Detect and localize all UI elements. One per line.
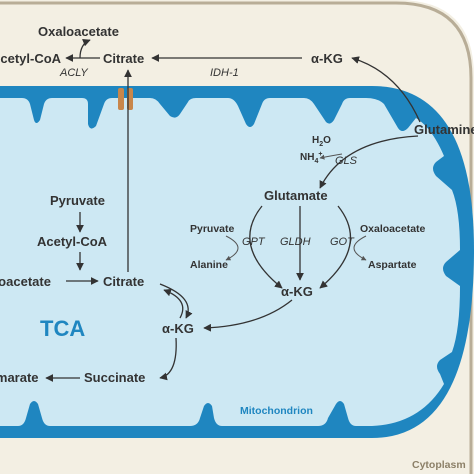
acly-enzyme-label: ACLY [59, 67, 88, 79]
glutamate-to-akg-gpt-arrow [249, 205, 283, 289]
aspartate-label: Aspartate [368, 259, 417, 271]
acly-to-oxaloacetate-arrow [79, 38, 91, 59]
oxaloacetate-small-label: Oxaloacetate [360, 223, 426, 235]
akg-to-succinate-arrow [159, 337, 177, 381]
oxaloacetate-cytosol-label: Oxaloacetate [38, 24, 119, 39]
acetyl-coa-mito-label: Acetyl-CoA [37, 234, 108, 249]
glutamine-to-akg-arrow [351, 56, 421, 123]
glutamate-label: Glutamate [264, 188, 328, 203]
citrate-mito-label: Citrate [103, 274, 144, 289]
citrate-transporter-left [118, 88, 124, 110]
acetyl-coa-cytosol-label: Acetyl-CoA [0, 51, 62, 66]
oxaloacetate-mito-label: Oxaloacetate [0, 274, 51, 289]
ammonium-label: NH4+ [300, 151, 322, 165]
tca-label: TCA [40, 316, 85, 341]
water-label: H2O [312, 135, 331, 148]
oxaloacetate-to-aspartate-arrow [353, 235, 367, 261]
pyruvate-to-alanine-arrow [225, 235, 239, 261]
gpt-enzyme-label: GPT [242, 236, 266, 248]
pyruvate-small-label: Pyruvate [190, 223, 235, 235]
akg-glutamate-label: α-KG [281, 284, 313, 299]
cytoplasm-label: Cytoplasm [412, 459, 466, 471]
akg-cytosol-label: α-KG [311, 51, 343, 66]
gldh-enzyme-label: GLDH [280, 236, 311, 248]
akg-tca-label: α-KG [162, 321, 194, 336]
citrate-cytosol-label: Citrate [103, 51, 144, 66]
glutamate-to-akg-got-arrow [319, 205, 352, 289]
alanine-label: Alanine [190, 259, 228, 271]
akg-glut-to-akg-tca-arrow [203, 299, 293, 332]
fumarate-label: Fumarate [0, 370, 39, 385]
glutamine-to-glutamate-arrow [319, 135, 419, 189]
gls-enzyme-label: GLS [335, 155, 358, 167]
citrate-to-akg-arrow [159, 283, 193, 319]
succinate-label: Succinate [84, 370, 145, 385]
pyruvate-label: Pyruvate [50, 193, 105, 208]
gls-side-arrow [319, 153, 343, 160]
idh1-enzyme-label: IDH-1 [210, 67, 239, 79]
akg-to-citrate-return-arrow [163, 288, 184, 319]
mitochondrion-label: Mitochondrion [240, 405, 313, 417]
mitochondrion-matrix [0, 98, 460, 426]
glutamine-label: Glutamine [414, 122, 474, 137]
got-enzyme-label: GOT [330, 236, 355, 248]
